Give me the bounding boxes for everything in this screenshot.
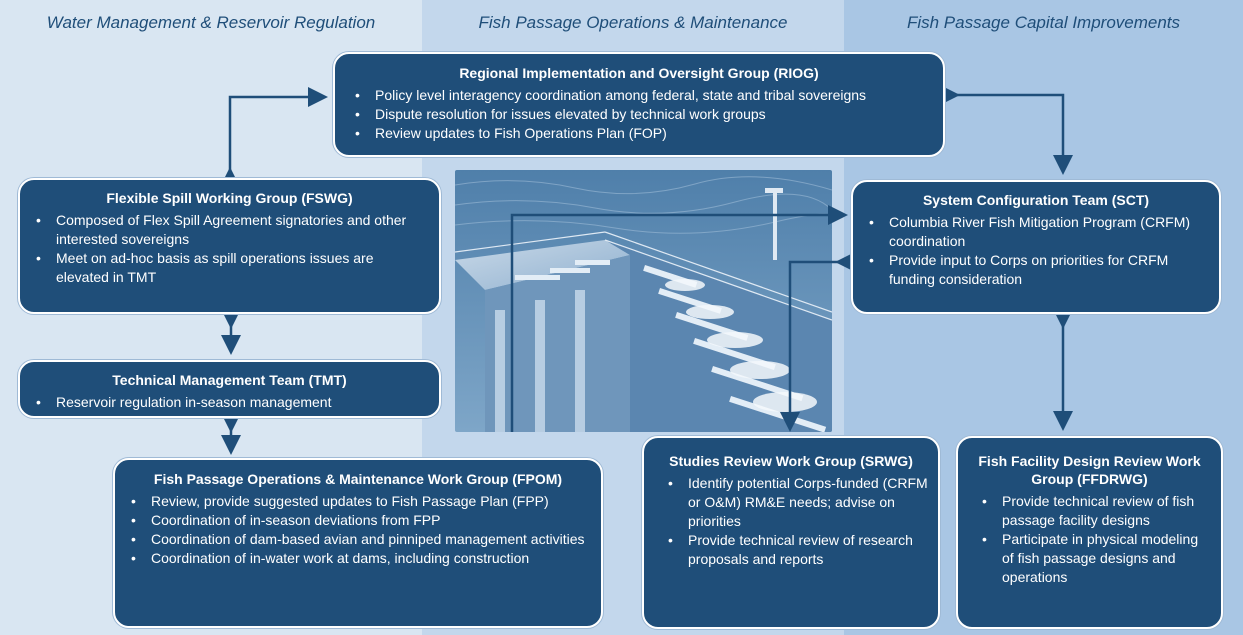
srwg-item: Provide technical review of research pro… bbox=[668, 531, 928, 569]
arrow-riog-fswg bbox=[220, 87, 328, 187]
fpom-item: Coordination of in-season deviations fro… bbox=[131, 511, 591, 530]
fswg-item: Meet on ad-hoc basis as spill operations… bbox=[36, 249, 429, 287]
sct-box: System Configuration Team (SCT) Columbia… bbox=[851, 180, 1221, 314]
fpom-item: Coordination of in-water work at dams, i… bbox=[131, 549, 591, 568]
fswg-box: Flexible Spill Working Group (FSWG) Comp… bbox=[18, 178, 441, 314]
tmt-box: Technical Management Team (TMT) Reservoi… bbox=[18, 360, 441, 418]
fpom-box: Fish Passage Operations & Maintenance Wo… bbox=[113, 458, 603, 628]
arrow-riog-sct bbox=[940, 85, 1073, 175]
fpom-item: Coordination of dam-based avian and pinn… bbox=[131, 530, 591, 549]
ffdrwg-item: Provide technical review of fish passage… bbox=[982, 492, 1211, 530]
fswg-item: Composed of Flex Spill Agreement signato… bbox=[36, 211, 429, 249]
sct-item: Columbia River Fish Mitigation Program (… bbox=[869, 213, 1209, 251]
riog-title: Regional Implementation and Oversight Gr… bbox=[459, 65, 819, 81]
ffdrwg-item: Participate in physical modeling of fish… bbox=[982, 530, 1211, 587]
srwg-title: Studies Review Work Group (SRWG) bbox=[669, 453, 913, 469]
ffdrwg-list: Provide technical review of fish passage… bbox=[968, 492, 1211, 587]
riog-item: Dispute resolution for issues elevated b… bbox=[355, 105, 929, 124]
sct-list: Columbia River Fish Mitigation Program (… bbox=[863, 213, 1209, 289]
sct-item: Provide input to Corps on priorities for… bbox=[869, 251, 1209, 289]
fpom-list: Review, provide suggested updates to Fis… bbox=[125, 492, 591, 568]
riog-item: Review updates to Fish Operations Plan (… bbox=[355, 124, 929, 143]
tmt-item: Reservoir regulation in-season managemen… bbox=[36, 393, 429, 412]
arrow-sct-srwg bbox=[780, 252, 855, 432]
sct-title: System Configuration Team (SCT) bbox=[922, 192, 1150, 208]
ffdrwg-title: Fish Facility Design Review Work Group (… bbox=[978, 453, 1201, 487]
column-header-water-management: Water Management & Reservoir Regulation bbox=[46, 13, 376, 32]
tmt-title: Technical Management Team (TMT) bbox=[112, 372, 347, 388]
arrow-fpom-sct bbox=[510, 205, 848, 432]
fpom-item: Review, provide suggested updates to Fis… bbox=[131, 492, 591, 511]
fswg-list: Composed of Flex Spill Agreement signato… bbox=[30, 211, 429, 287]
riog-item: Policy level interagency coordination am… bbox=[355, 86, 929, 105]
srwg-item: Identify potential Corps-funded (CRFM or… bbox=[668, 474, 928, 531]
riog-box: Regional Implementation and Oversight Gr… bbox=[333, 52, 945, 157]
column-header-fish-passage-operations: Fish Passage Operations & Maintenance bbox=[478, 13, 788, 32]
fswg-title: Flexible Spill Working Group (FSWG) bbox=[106, 190, 353, 206]
ffdrwg-box: Fish Facility Design Review Work Group (… bbox=[956, 436, 1223, 629]
column-header-fish-passage-capital: Fish Passage Capital Improvements bbox=[906, 13, 1181, 32]
srwg-list: Identify potential Corps-funded (CRFM or… bbox=[654, 474, 928, 569]
fpom-title: Fish Passage Operations & Maintenance Wo… bbox=[153, 471, 563, 487]
srwg-box: Studies Review Work Group (SRWG) Identif… bbox=[642, 436, 940, 629]
dam-fish-ladder-photo bbox=[455, 170, 832, 432]
riog-list: Policy level interagency coordination am… bbox=[349, 86, 929, 143]
tmt-list: Reservoir regulation in-season managemen… bbox=[30, 393, 429, 412]
